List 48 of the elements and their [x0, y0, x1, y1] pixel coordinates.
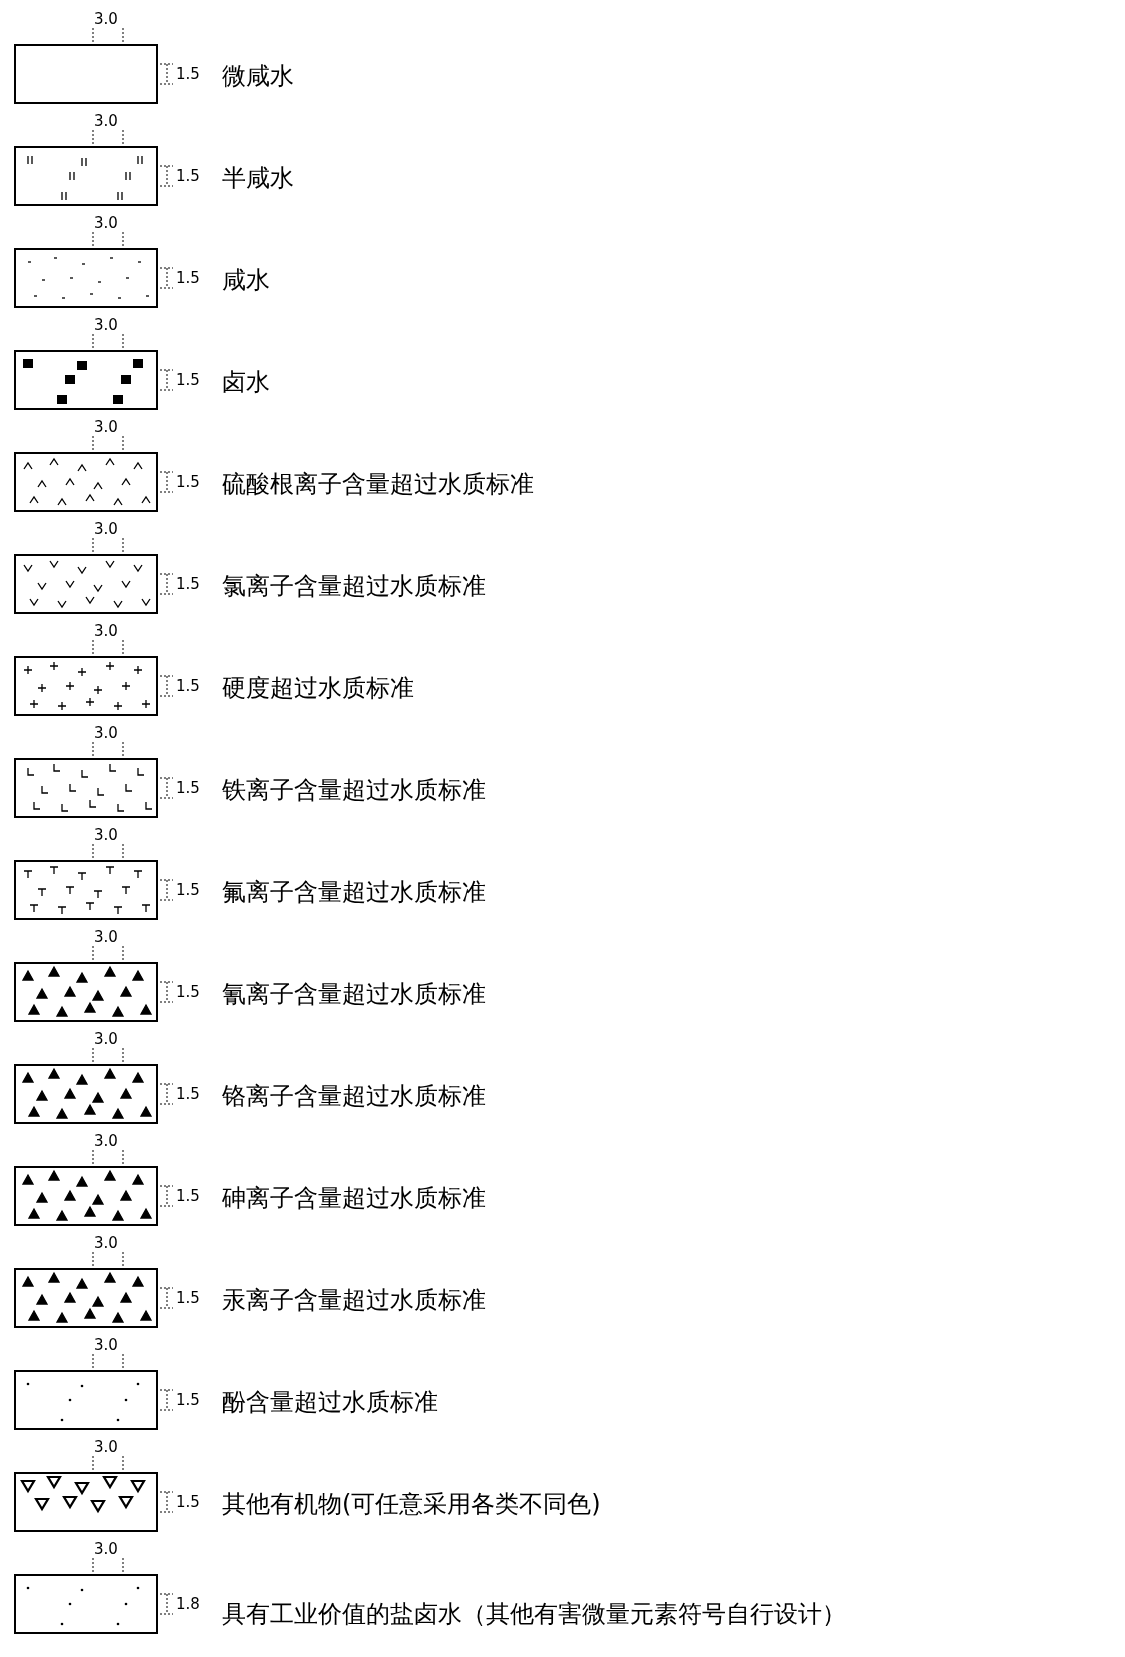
dimension-label: 1.5: [176, 677, 200, 695]
dimension-label: 3.0: [94, 112, 118, 130]
legend-label: 铬离子含量超过水质标准: [222, 1081, 486, 1112]
dimension-label: 3.0: [94, 316, 118, 334]
dimension-label: 1.5: [176, 575, 200, 593]
legend-label: 硬度超过水质标准: [222, 673, 414, 704]
dimension-label: 3.0: [94, 826, 118, 844]
dimension-label: 3.0: [94, 418, 118, 436]
dimension-label: 1.5: [176, 1085, 200, 1103]
dimension-label: 1.5: [176, 1187, 200, 1205]
dimension-label: 1.5: [176, 983, 200, 1001]
dimension-label: 1.8: [176, 1595, 200, 1613]
dimension-label: 3.0: [94, 928, 118, 946]
legend-label: 氟离子含量超过水质标准: [222, 877, 486, 908]
dimension-label: 1.5: [176, 473, 200, 491]
legend-label: 咸水: [222, 265, 270, 296]
dimension-label: 3.0: [94, 1540, 118, 1558]
legend-label: 卤水: [222, 367, 270, 398]
dimension-label: 1.5: [176, 1289, 200, 1307]
dimension-label: 1.5: [176, 371, 200, 389]
dimension-label: 3.0: [94, 214, 118, 232]
legend-label: 微咸水: [222, 61, 294, 92]
dimension-label: 3.0: [94, 1336, 118, 1354]
legend-label: 其他有机物(可任意采用各类不同色): [222, 1489, 601, 1520]
legend-label: 硫酸根离子含量超过水质标准: [222, 469, 534, 500]
dimension-label: 3.0: [94, 10, 118, 28]
legend-label: 具有工业价值的盐卤水（其他有害微量元素符号自行设计）: [222, 1599, 846, 1630]
dimension-label: 3.0: [94, 1234, 118, 1252]
dimension-label: 1.5: [176, 881, 200, 899]
dimension-label: 1.5: [176, 269, 200, 287]
dimension-label: 3.0: [94, 1438, 118, 1456]
dimension-label: 3.0: [94, 520, 118, 538]
dimension-label: 1.5: [176, 65, 200, 83]
dimension-label: 1.5: [176, 1391, 200, 1409]
legend-label: 砷离子含量超过水质标准: [222, 1183, 486, 1214]
dimension-label: 1.5: [176, 167, 200, 185]
dimension-label: 3.0: [94, 1132, 118, 1150]
dimension-label: 1.5: [176, 779, 200, 797]
legend-label: 汞离子含量超过水质标准: [222, 1285, 486, 1316]
dimension-label: 3.0: [94, 1030, 118, 1048]
legend-label: 酚含量超过水质标准: [222, 1387, 438, 1418]
legend-label: 氰离子含量超过水质标准: [222, 979, 486, 1010]
dimension-label: 3.0: [94, 724, 118, 742]
legend-label: 氯离子含量超过水质标准: [222, 571, 486, 602]
legend-label: 半咸水: [222, 163, 294, 194]
legend-label: 铁离子含量超过水质标准: [222, 775, 486, 806]
dimension-label: 3.0: [94, 622, 118, 640]
dimension-label: 1.5: [176, 1493, 200, 1511]
